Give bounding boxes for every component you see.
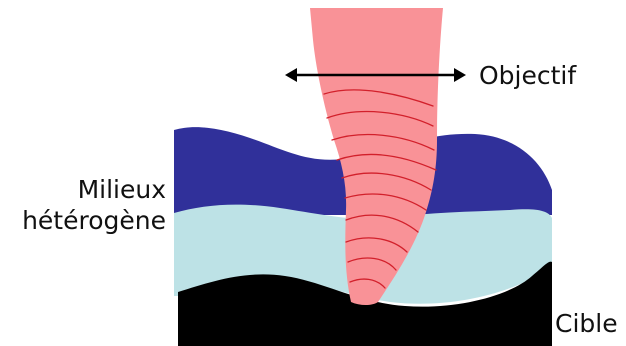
- milieux-label-line2: hétérogène: [22, 205, 166, 236]
- milieux-label: Milieux hétérogène: [22, 174, 166, 236]
- cible-label: Cible: [555, 308, 618, 339]
- milieux-label-line1: Milieux: [22, 174, 166, 205]
- objectif-label: Objectif: [479, 60, 576, 91]
